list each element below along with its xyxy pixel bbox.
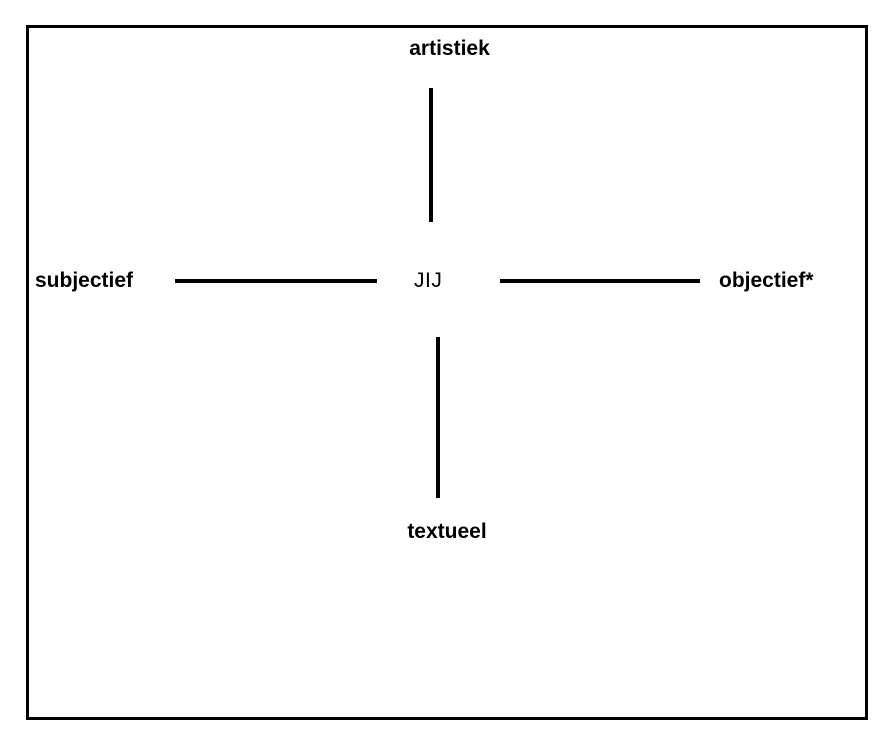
axis-label-left: subjectief: [35, 269, 134, 292]
axis-label-top: artistiek: [409, 37, 490, 60]
axis-segment-right: [500, 279, 700, 283]
axis-segment-down: [436, 337, 440, 498]
diagram-frame: [26, 25, 868, 720]
axis-segment-up: [429, 88, 433, 222]
axis-label-bottom: textueel: [407, 520, 487, 543]
center-label-jij: JIJ: [414, 269, 443, 292]
axis-label-right: objectief*: [719, 269, 814, 292]
axis-segment-left: [175, 279, 377, 283]
